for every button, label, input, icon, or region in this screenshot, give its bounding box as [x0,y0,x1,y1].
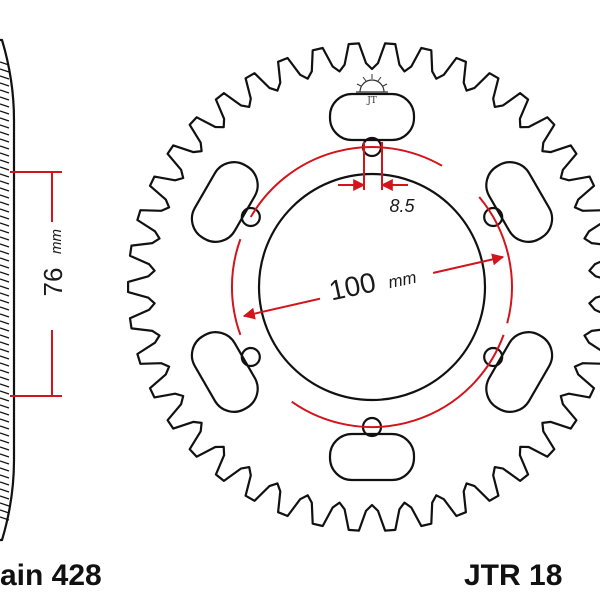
bolt-hole [240,206,261,228]
lightening-slot [485,331,554,413]
serration-line [0,383,10,388]
side-profile [0,38,16,542]
serration-line [0,320,10,325]
serration-line [0,516,10,521]
serration-line [0,474,10,479]
serration-line [0,327,10,332]
serration-line [0,488,10,493]
serration-line [0,334,10,339]
serration-line [0,131,10,136]
serration-line [0,313,10,318]
serration-line [0,110,10,115]
sprocket-teeth-outline [127,42,600,532]
lightening-slots [190,92,554,482]
serration-line [0,432,10,437]
height-dimension: 76 mm [10,171,68,397]
serration-line [0,418,10,423]
serration-line [0,502,10,507]
serration-line [0,145,10,150]
chain-label: ain 428 [0,559,102,592]
serration-line [0,439,10,444]
serration-line [0,425,10,430]
serration-line [0,180,10,185]
lightening-slot [190,161,259,243]
serration-line [0,75,10,80]
part-number-label: JTR 18 [464,559,562,592]
serration-line [0,89,10,94]
serration-line [0,390,10,395]
bolt-hole-dimension: 8.5 [338,142,415,216]
serration-line [0,411,10,416]
serration-line [0,61,10,66]
lightening-slot [485,161,554,243]
serration-line [0,376,10,381]
serration-line [0,292,10,297]
svg-text:JT: JT [366,96,377,106]
serration-line [0,138,10,143]
serration-line [0,103,10,108]
serration-line [0,306,10,311]
serration-line [0,166,10,171]
serration-line [0,243,10,248]
bolt-hole-value: 8.5 [389,196,415,216]
serration-line [0,152,10,157]
serration-line [0,285,10,290]
serration-line [0,117,10,122]
serration-line [0,369,10,374]
serration-line [0,229,10,234]
jt-sun-logo-icon: JT [356,74,388,106]
serration-line [0,159,10,164]
serration-line [0,271,10,276]
serration-line [0,460,10,465]
serration-line [0,201,10,206]
serration-line [0,173,10,178]
serration-line [0,68,10,73]
serration-line [0,397,10,402]
serration-line [0,222,10,227]
serration-line [0,257,10,262]
side-profile-outline [0,38,16,542]
height-dim-label: 76 mm [38,229,68,296]
side-profile-serration [0,61,10,521]
serration-line [0,467,10,472]
serration-line [0,194,10,199]
serration-line [0,250,10,255]
serration-line [0,341,10,346]
bolt-hole [240,346,261,368]
height-dim-label-bg [38,222,66,330]
serration-line [0,299,10,304]
serration-line [0,187,10,192]
bolt-hole [483,206,504,228]
serration-line [0,96,10,101]
height-dim-unit: mm [48,229,65,254]
serration-line [0,362,10,367]
bolt-hole [483,346,504,368]
serration-line [0,264,10,269]
serration-line [0,355,10,360]
serration-line [0,82,10,87]
serration-line [0,215,10,220]
serration-line [0,453,10,458]
serration-line [0,278,10,283]
serration-line [0,481,10,486]
lightening-slot [328,432,416,482]
serration-line [0,208,10,213]
pcd-circle [230,146,513,429]
serration-line [0,495,10,500]
serration-line [0,124,10,129]
serration-line [0,404,10,409]
lightening-slot [328,92,416,142]
pcd-label-bg [315,254,437,312]
serration-line [0,236,10,241]
serration-line [0,348,10,353]
serration-line [0,446,10,451]
serration-line [0,509,10,514]
lightening-slot [190,331,259,413]
height-dim-value: 76 [38,268,68,297]
